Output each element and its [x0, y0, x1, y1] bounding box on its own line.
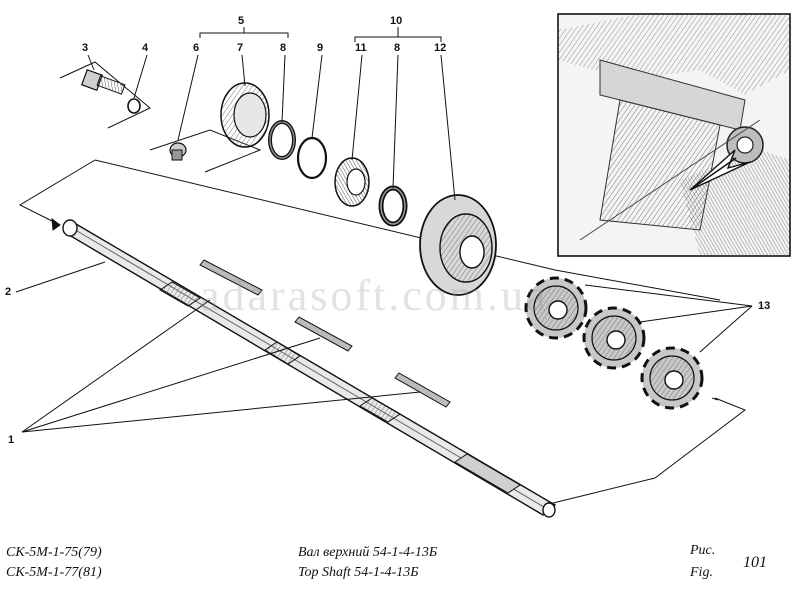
callout-5: 5: [238, 15, 245, 27]
figure-number: 101: [743, 554, 767, 571]
keys: [199, 259, 451, 408]
inset-view: [557, 13, 791, 257]
sprocket: [640, 346, 704, 410]
callout-7: 7: [237, 42, 244, 54]
model-code-1: СК-5М-1-75(79): [6, 545, 102, 560]
figure-label-ru: Рис.: [690, 543, 716, 558]
callout-4: 4: [142, 42, 149, 54]
callout-12: 12: [434, 42, 447, 54]
callout-11: 11: [355, 42, 367, 54]
callout-8-left: 8: [280, 42, 287, 54]
callout-9: 9: [317, 42, 324, 54]
callout-6: 6: [193, 42, 200, 54]
figure-label-en: Fig.: [690, 565, 713, 580]
leader-lines: [15, 27, 753, 433]
callout-10: 10: [390, 15, 403, 27]
callout-2: 2: [5, 286, 12, 298]
bolt-and-washer: [59, 61, 151, 129]
top-shaft: [62, 219, 557, 518]
snap-ring: [296, 136, 328, 180]
callout-8-right: 8: [394, 42, 401, 54]
sprocket: [524, 276, 588, 340]
figure-title-ru: Вал верхний 54-1-4-13Б: [298, 545, 438, 560]
callout-3: 3: [82, 42, 89, 54]
figure-title-en: Top Shaft 54-1-4-13Б: [298, 565, 419, 580]
sprocket: [582, 306, 646, 370]
sprockets: [524, 276, 704, 410]
watermark-logo: adarasoft.com.ua: [200, 271, 549, 320]
bearing-housing-assembly: [149, 82, 296, 173]
callout-1: 1: [8, 434, 15, 446]
bearing-and-flange: [334, 157, 497, 296]
model-code-2: СК-5М-1-77(81): [6, 565, 102, 580]
callout-13: 13: [758, 300, 771, 312]
